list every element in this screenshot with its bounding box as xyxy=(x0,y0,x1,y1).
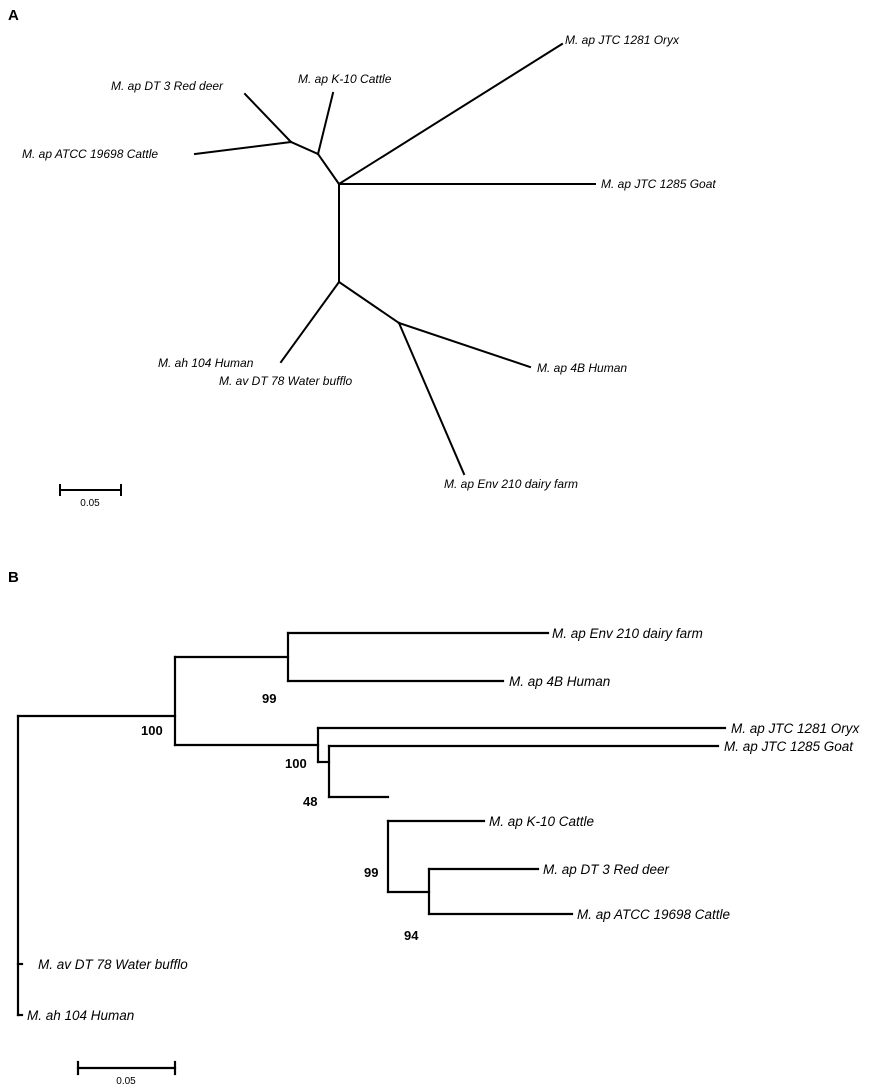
panel-b-taxa: M. ap Env 210 dairy farm M. ap 4B Human … xyxy=(27,626,861,1023)
taxon-a-reddeer: M. ap DT 3 Red deer xyxy=(111,79,224,93)
branch-a-ah-av xyxy=(279,280,341,364)
panel-b-bootstrap: 99 100 100 48 99 94 xyxy=(141,691,419,943)
taxon-b-reddeer: M. ap DT 3 Red deer xyxy=(543,862,670,877)
bootstrap-main-clade: 100 xyxy=(141,723,163,738)
branch-a-internal-3 xyxy=(337,280,401,325)
taxon-a-atcc: M. ap ATCC 19698 Cattle xyxy=(22,147,158,161)
panel-b-branches xyxy=(16,631,727,1017)
taxon-b-atcc: M. ap ATCC 19698 Cattle xyxy=(577,907,730,922)
taxon-b-k10: M. ap K-10 Cattle xyxy=(489,814,594,829)
bootstrap-reddeer-atcc: 94 xyxy=(404,928,419,943)
bootstrap-oryx-goat-group: 100 xyxy=(285,756,307,771)
panel-b: B xyxy=(8,569,861,1087)
bootstrap-goat-group: 48 xyxy=(303,794,317,809)
branch-a-reddeer xyxy=(243,92,293,144)
panel-a-label: A xyxy=(8,7,19,24)
branch-a-internal-2 xyxy=(289,140,320,156)
panel-a-scale-bar: 0.05 xyxy=(59,484,122,509)
panel-b-scale-bar: 0.05 xyxy=(76,1060,177,1087)
panel-b-label: B xyxy=(8,569,19,586)
panel-a-taxa: M. ap JTC 1281 Oryx M. ap K-10 Cattle M.… xyxy=(22,33,716,491)
branch-a-env210 xyxy=(397,321,466,476)
branch-a-atcc xyxy=(193,140,293,156)
taxon-b-goat: M. ap JTC 1285 Goat xyxy=(724,739,854,754)
taxon-a-avdt78: M. av DT 78 Water bufflo xyxy=(219,374,352,388)
bootstrap-env-4b: 99 xyxy=(262,691,276,706)
taxon-a-env210: M. ap Env 210 dairy farm xyxy=(444,477,578,491)
taxon-b-4b: M. ap 4B Human xyxy=(509,674,610,689)
scale-b-label: 0.05 xyxy=(116,1076,136,1087)
taxon-a-4b: M. ap 4B Human xyxy=(537,361,627,375)
bootstrap-k10-group: 99 xyxy=(364,865,378,880)
panel-a-branches xyxy=(193,42,596,476)
taxon-b-oryx: M. ap JTC 1281 Oryx xyxy=(731,721,861,736)
panel-a: A M. ap JTC 1281 Oryx M. ap K-10 Cattle … xyxy=(8,7,716,509)
taxon-a-oryx: M. ap JTC 1281 Oryx xyxy=(565,33,680,47)
branch-a-k10 xyxy=(316,91,335,156)
taxon-b-ah104: M. ah 104 Human xyxy=(27,1008,134,1023)
taxon-a-k10: M. ap K-10 Cattle xyxy=(298,72,392,86)
branch-a-4b xyxy=(397,321,532,369)
branch-a-internal-1 xyxy=(316,152,341,186)
taxon-a-goat: M. ap JTC 1285 Goat xyxy=(601,177,716,191)
taxon-b-env210: M. ap Env 210 dairy farm xyxy=(552,626,703,641)
scale-a-label: 0.05 xyxy=(80,498,100,509)
branch-a-oryx xyxy=(337,42,564,186)
taxon-a-ah104: M. ah 104 Human xyxy=(158,356,254,370)
taxon-b-avdt78: M. av DT 78 Water bufflo xyxy=(38,957,188,972)
